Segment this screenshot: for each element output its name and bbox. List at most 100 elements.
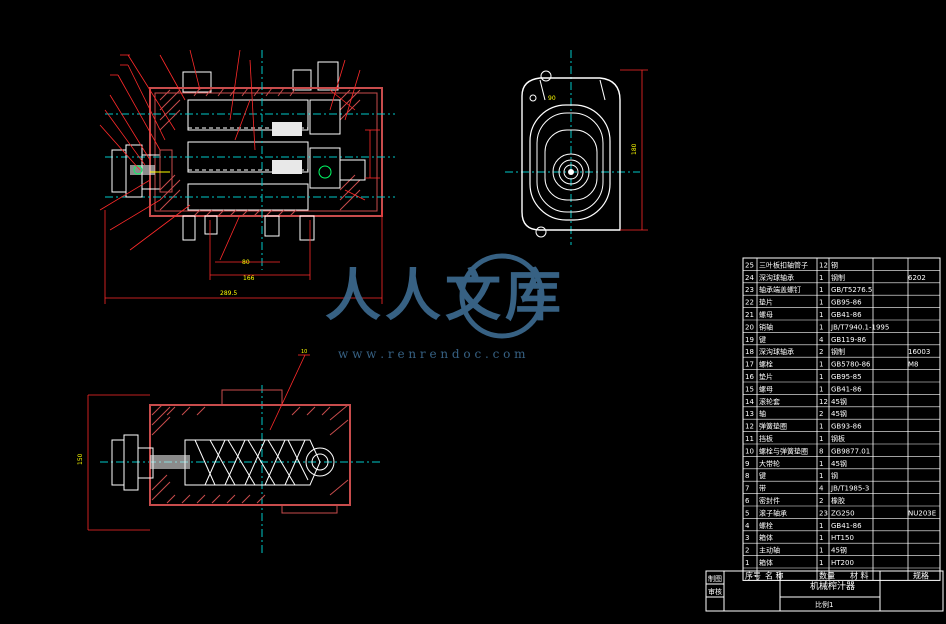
bom-cell-qty: 1 [819,311,823,319]
bom-cell-qty: 1 [819,460,823,468]
bom-cell-no: 6 [745,497,750,505]
bom-cell-no: 5 [745,509,749,517]
bom-cell-name: 螺栓 [759,360,773,369]
bom-cell-qty: 1 [819,373,823,381]
bom-cell-spec: 6202 [908,274,926,282]
bom-cell-no: 24 [745,274,754,282]
bom-cell-name: 箱体 [759,558,773,567]
bom-cell-name: 密封件 [759,496,780,505]
bom-cell-qty: 4 [819,485,824,493]
bom-cell-mat: GB93-86 [831,423,862,431]
bom-cell-qty: 1 [819,472,823,480]
bom-cell-no: 14 [745,398,754,406]
bom-cell-no: 1 [745,559,749,567]
bom-cell-no: 25 [745,261,754,269]
bom-cell-no: 20 [745,323,754,331]
bom-header-no: 序号 [745,570,761,580]
bom-cell-no: 3 [745,534,749,542]
bom-cell-mat: 钢制 [831,273,845,282]
bom-cell-mat: GB95-86 [831,299,862,307]
bom-cell-mat: GB5780-86 [831,361,871,369]
dim-top-center: 80 [242,259,250,266]
roller-shafts [105,50,395,270]
bom-cell-name: 带 [759,485,766,493]
dim-top-inner: 166 [243,275,255,282]
bom-cell-qty: 23 [819,509,828,517]
bom-cell-qty: 1 [819,361,823,369]
bom-cell-name: 垫片 [759,298,773,307]
bom-cell-mat: 45钢 [831,459,847,468]
bom-cell-mat: GB41-86 [831,385,862,393]
bom-cell-mat: GB119-86 [831,336,867,344]
bom-header-mat: 材 料 [850,570,869,580]
bom-cell-qty: 2 [819,410,823,418]
bom-cell-no: 15 [745,385,754,393]
dim-end-height: 180 [631,143,638,155]
watermark-url: w w w . r e n r e n d o c . c o m [338,347,526,361]
bom-cell-name: 键 [759,335,766,344]
bom-cell-name: 螺母 [759,310,773,319]
title-drawn-label: 制图 [708,574,722,583]
bom-cell-name: 三叶板扣轴管子 [759,260,808,269]
bom-cell-name: 销轴 [759,322,773,331]
drawing-title: 机械榨汁器 [810,580,855,592]
bom-cell-no: 23 [745,286,754,294]
bom-cell-no: 2 [745,547,749,555]
bom-cell-name: 箱体 [759,533,773,542]
bom-cell-spec: 16003 [908,348,930,356]
bom-cell-mat: 钢板 [831,434,845,443]
dim-end-width: 90 [548,95,556,102]
bom-cell-qty: 12 [819,398,828,406]
bom-cell-qty: 1 [819,423,823,431]
bom-cell-mat: 钢 [831,471,838,480]
bom-cell-mat: HT150 [831,534,854,542]
end-view: 180 90 [505,50,648,245]
bom-cell-no: 16 [745,373,754,381]
bom-cell-mat: GB41-86 [831,522,862,530]
bom-cell-no: 17 [745,361,754,369]
right-bearing [309,99,366,189]
bom-cell-mat: JB/T7940.1-1995 [830,323,889,331]
hatched-housing [159,87,361,217]
bom-cell-mat: 45钢 [831,397,847,406]
bom-cell-qty: 2 [819,348,823,356]
dim-front-height: 150 [77,453,84,465]
bom-cell-qty: 2 [819,497,823,505]
front-section-view: 150 10 [77,349,380,555]
bom-cell-no: 19 [745,336,754,344]
bom-cell-name: 深沟球轴承 [759,273,794,282]
bom-cell-name: 轴承端盖螺钉 [759,285,801,294]
drawing-scale: 比例1 [815,600,833,609]
bom-cell-name: 滚子轴承 [759,508,787,517]
bom-cell-mat: 钢制 [831,347,845,356]
bom-cell-mat: ZG250 [831,509,855,517]
bom-cell-name: 弹簧垫圈 [759,422,787,431]
bom-cell-no: 21 [745,311,754,319]
dimension-lines [104,129,383,304]
bom-cell-name: 轴 [759,409,766,418]
bom-cell-no: 13 [745,410,754,418]
bom-cell-name: 螺栓与弹簧垫圈 [759,446,808,455]
bom-cell-no: 4 [745,522,750,530]
bom-cell-qty: 1 [819,385,823,393]
bom-cell-qty: 1 [819,559,823,567]
bom-cell-no: 9 [745,460,749,468]
bom-cell-no: 12 [745,423,754,431]
bom-cell-qty: 1 [819,522,823,530]
bom-cell-mat: 橡胶 [831,496,845,505]
bom-cell-spec: M8 [908,361,919,369]
bom-cell-mat: 45钢 [831,546,847,555]
bom-cell-qty: 12 [819,261,828,269]
watermark-title: 人人文库 [325,263,565,329]
bom-cell-spec: NU203E [908,509,936,517]
title-checked-label: 审核 [708,587,722,596]
bom-cell-mat: GB/T5276.5 [831,286,872,294]
bom-cell-name: 挡板 [759,434,773,443]
bom-cell-name: 深沟球轴承 [759,347,794,356]
bom-cell-qty: 1 [819,286,823,294]
front-hatching [151,404,349,504]
dim-top-total: 289.5 [220,290,237,297]
bom-cell-name: 螺母 [759,384,773,393]
title-block: 制图 审核 机械榨汁器 比例1 [705,570,944,612]
